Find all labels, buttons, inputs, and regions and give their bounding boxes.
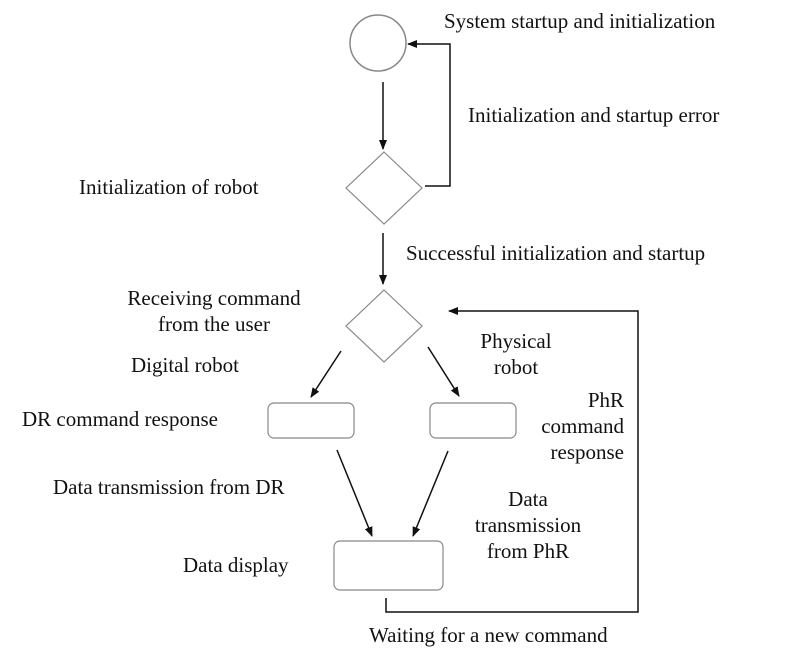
init-success-label: Successful initialization and startup (406, 241, 706, 265)
start-node (349, 14, 407, 72)
phr-response-line-2: command (541, 414, 624, 438)
receiving-line-2: from the user (158, 312, 270, 336)
dr-response-label: DR command response (22, 407, 218, 431)
arrow-to-dr-response (310, 350, 342, 398)
command-decision-node (345, 289, 423, 363)
arrow-phr-to-display (412, 450, 449, 537)
data-display-label: Data display (183, 553, 289, 577)
phr-response-box (429, 402, 517, 439)
arrow-error-loop (407, 40, 451, 187)
arrow-dr-to-display (336, 449, 373, 537)
waiting-label: Waiting for a new command (369, 623, 608, 647)
phr-transmission-label: Data transmission from PhR (442, 486, 614, 564)
data-display-box (333, 540, 444, 591)
phr-response-line-1: PhR (587, 388, 624, 412)
phr-transmission-line-2: transmission (474, 513, 582, 537)
phr-response-label: PhR command response (520, 387, 624, 465)
phr-response-line-3: response (550, 440, 624, 464)
dr-transmission-label: Data transmission from DR (53, 475, 285, 499)
receiving-line-1: Receiving command (127, 286, 301, 310)
init-error-label: Initialization and startup error (468, 103, 720, 127)
phr-transmission-line-3: from PhR (486, 539, 570, 563)
init-decision-node (345, 151, 423, 225)
phr-transmission-line-1: Data (508, 487, 548, 511)
receiving-command-label: Receiving command from the user (108, 285, 320, 337)
start-label: System startup and initialization (444, 9, 716, 33)
physical-line-2: robot (493, 355, 539, 379)
dr-response-box (267, 402, 355, 439)
arrow-waiting-loop (385, 307, 639, 613)
arrow-to-phr-response (427, 346, 460, 397)
init-robot-label: Initialization of robot (79, 175, 259, 199)
physical-robot-label: Physical robot (468, 328, 564, 380)
physical-line-1: Physical (480, 329, 552, 353)
digital-robot-label: Digital robot (131, 353, 239, 377)
